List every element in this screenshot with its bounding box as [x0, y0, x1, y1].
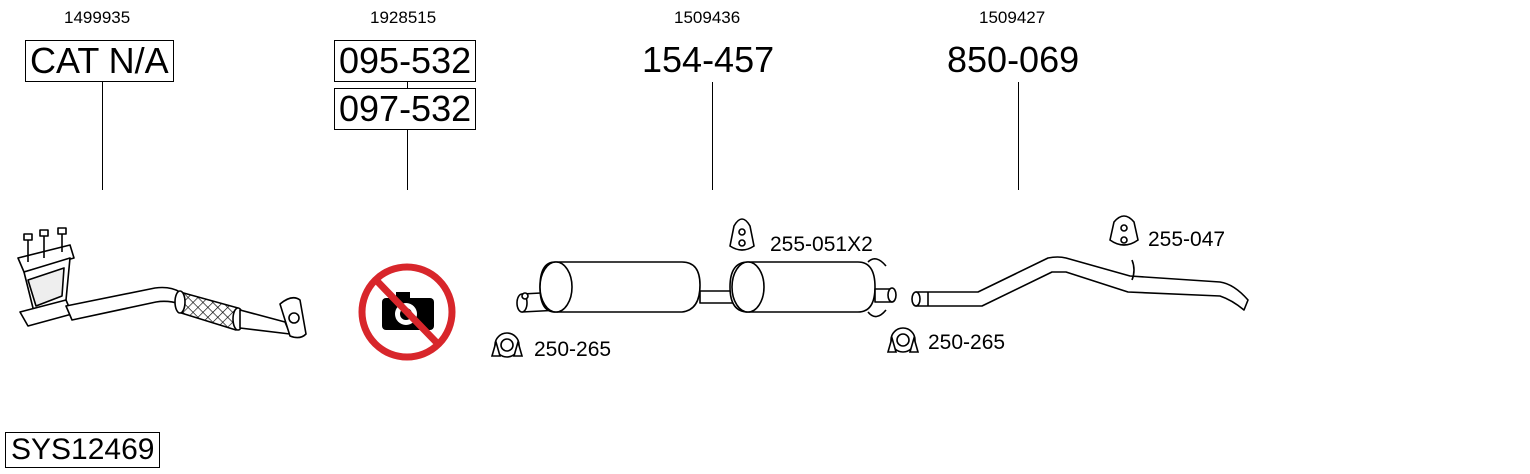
part-ref-cat: 1499935 — [64, 8, 131, 27]
leader-line-cat — [102, 81, 103, 190]
clamp-left-label: 250-265 — [534, 338, 612, 361]
catalytic-converter-drawing[interactable] — [17, 227, 307, 339]
clamp-left-icon[interactable] — [490, 332, 524, 358]
part-code-tail[interactable]: 850-069 — [947, 39, 1080, 80]
part-ref-tail: 1509427 — [979, 8, 1046, 27]
tail-pipe-drawing[interactable] — [911, 256, 1249, 311]
part-ref-middle: 1509436 — [674, 8, 741, 27]
hanger-pair-label: 255-051X2 — [770, 233, 873, 256]
middle-silencer-drawing[interactable] — [516, 258, 897, 318]
part-ref-na: 1928515 — [370, 8, 437, 27]
part-code-na[interactable]: 095-532 — [334, 40, 477, 82]
part-code-cat[interactable]: CAT N/A — [25, 40, 174, 82]
hanger-rear-icon[interactable] — [1109, 215, 1139, 246]
part-code-middle[interactable]: 154-457 — [642, 39, 775, 80]
leader-line-na — [407, 130, 408, 190]
leader-line-tail — [1018, 82, 1019, 190]
system-code: SYS12469 — [5, 432, 161, 468]
leader-line-na-between — [407, 81, 408, 88]
part-code-na-alt[interactable]: 097-532 — [334, 88, 477, 130]
hanger-rear-label: 255-047 — [1148, 228, 1226, 251]
leader-line-middle — [712, 82, 713, 190]
hanger-pair-icon[interactable] — [729, 218, 755, 251]
clamp-right-label: 250-265 — [928, 331, 1006, 354]
not-available-icon — [358, 263, 456, 361]
clamp-right-icon[interactable] — [886, 327, 920, 353]
